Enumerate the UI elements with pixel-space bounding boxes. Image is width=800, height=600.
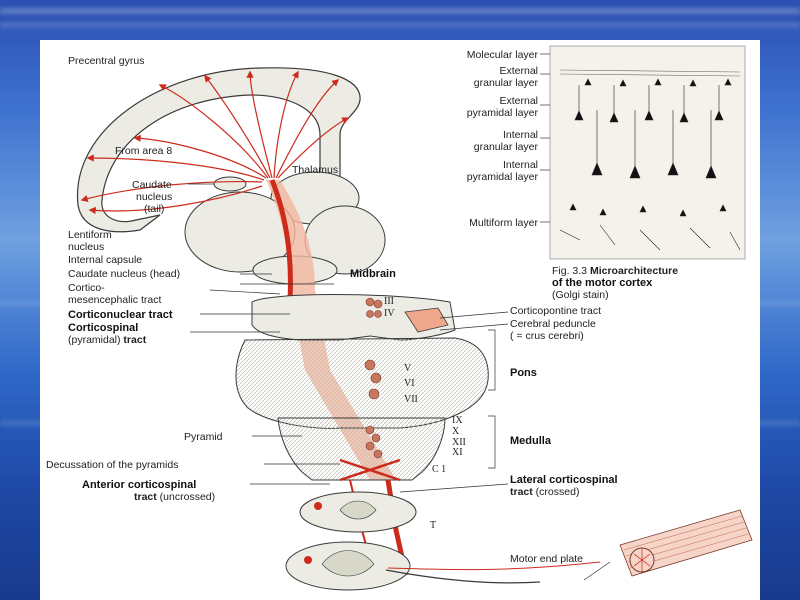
label-nerve-III: III bbox=[384, 296, 394, 307]
cortical-fibers bbox=[80, 70, 350, 215]
lower-section-tract-dot bbox=[304, 556, 312, 564]
motor-pathway-diagram: Precentral gyrus From area 8 Thalamus Ca… bbox=[46, 45, 753, 591]
corticospinal-main-tract bbox=[269, 179, 293, 340]
layer-internal-granular-2: granular layer bbox=[474, 141, 539, 153]
motor-nerve bbox=[385, 569, 541, 584]
figure-caption-line-2: of the motor cortex bbox=[552, 277, 653, 289]
label-nerve-X: X bbox=[452, 426, 460, 437]
figure-caption-line-1: Fig. 3.3 Microarchitecture bbox=[552, 265, 678, 277]
label-c1: C 1 bbox=[432, 464, 446, 475]
label-corticospinal-2: (pyramidal) tract bbox=[68, 334, 147, 346]
layer-external-pyramidal-1: External bbox=[499, 95, 538, 107]
layer-molecular: Molecular layer bbox=[467, 49, 539, 61]
label-lateral-cst-2: tract (crossed) bbox=[510, 486, 579, 498]
label-lentiform-2: nucleus bbox=[68, 241, 104, 253]
label-caudate-head: Caudate nucleus (head) bbox=[68, 268, 180, 280]
label-nerve-VII: VII bbox=[404, 394, 418, 405]
figure-caption-line-3: (Golgi stain) bbox=[552, 289, 609, 301]
label-corticopontine: Corticopontine tract bbox=[510, 305, 601, 317]
label-nerve-IX: IX bbox=[452, 415, 463, 426]
tract-bundle bbox=[266, 180, 396, 480]
muscle-fiber-shape bbox=[619, 509, 753, 577]
label-motor-end-plate: Motor end plate bbox=[510, 553, 583, 565]
caudate-tail-shape bbox=[213, 176, 247, 192]
label-decussation: Decussation of the pyramids bbox=[46, 459, 178, 471]
upper-section-tract-dot bbox=[314, 502, 322, 510]
label-crus-cerebri: ( = crus cerebri) bbox=[510, 330, 584, 342]
label-midbrain: Midbrain bbox=[350, 268, 396, 280]
label-thalamus: Thalamus bbox=[292, 164, 338, 176]
label-nerve-IV: IV bbox=[384, 308, 395, 319]
layer-external-pyramidal-2: pyramidal layer bbox=[467, 107, 539, 119]
label-internal-capsule: Internal capsule bbox=[68, 254, 142, 266]
label-nerve-V: V bbox=[404, 363, 412, 374]
motor-nerve-red bbox=[387, 561, 601, 571]
label-cerebral-peduncle: Cerebral peduncle bbox=[510, 318, 596, 330]
figure-panel: Precentral gyrus From area 8 Thalamus Ca… bbox=[40, 40, 760, 600]
label-medulla: Medulla bbox=[510, 435, 552, 447]
label-lateral-cst-1: Lateral corticospinal bbox=[510, 474, 618, 486]
cortex-neurons bbox=[559, 69, 741, 251]
grey-matter-lower bbox=[321, 550, 375, 577]
grey-matter-upper bbox=[339, 500, 377, 520]
label-corticospinal-1: Corticospinal bbox=[68, 322, 138, 334]
label-cortico-mes-2: mesencephalic tract bbox=[68, 294, 161, 306]
label-nerve-XII: XII bbox=[452, 437, 466, 448]
label-lentiform-1: Lentiform bbox=[68, 229, 112, 241]
layer-internal-pyramidal-2: pyramidal layer bbox=[467, 171, 539, 183]
label-caudate-tail-2: nucleus bbox=[136, 191, 172, 203]
label-nerve-XI: XI bbox=[452, 447, 463, 458]
label-anterior-cst-1: Anterior corticospinal bbox=[82, 479, 196, 491]
layer-external-granular-2: granular layer bbox=[474, 77, 539, 89]
label-pyramid: Pyramid bbox=[184, 431, 223, 443]
medulla-shape bbox=[277, 417, 446, 481]
leader-lines bbox=[188, 53, 611, 581]
label-from-area-8: From area 8 bbox=[115, 145, 172, 157]
nucleus-IX-X-XII-XI bbox=[365, 425, 383, 459]
label-nerve-VI: VI bbox=[404, 378, 415, 389]
layer-external-granular-1: External bbox=[499, 65, 538, 77]
label-precentral-gyrus: Precentral gyrus bbox=[68, 55, 144, 67]
label-caudate-tail-3: (tail) bbox=[144, 203, 164, 215]
nucleus-III-IV bbox=[365, 297, 383, 318]
label-corticonuclear: Corticonuclear tract bbox=[68, 309, 173, 321]
nucleus-V-VI-VII bbox=[364, 359, 382, 400]
cerebral-peduncle-shape bbox=[404, 307, 449, 333]
pons-shape bbox=[235, 337, 489, 429]
cortex-golgi-image bbox=[549, 45, 746, 260]
label-caudate-tail-1: Caudate bbox=[132, 179, 172, 191]
decussation-shape bbox=[339, 458, 401, 482]
midbrain-shape bbox=[251, 294, 456, 341]
layer-multiform: Multiform layer bbox=[469, 217, 538, 229]
label-anterior-cst-2: tract (uncrossed) bbox=[134, 491, 215, 503]
label-pons: Pons bbox=[510, 367, 537, 379]
label-cortico-mes-1: Cortico- bbox=[68, 282, 105, 294]
layer-internal-pyramidal-1: Internal bbox=[503, 159, 538, 171]
label-t: T bbox=[430, 520, 436, 531]
layer-internal-granular-1: Internal bbox=[503, 129, 538, 141]
